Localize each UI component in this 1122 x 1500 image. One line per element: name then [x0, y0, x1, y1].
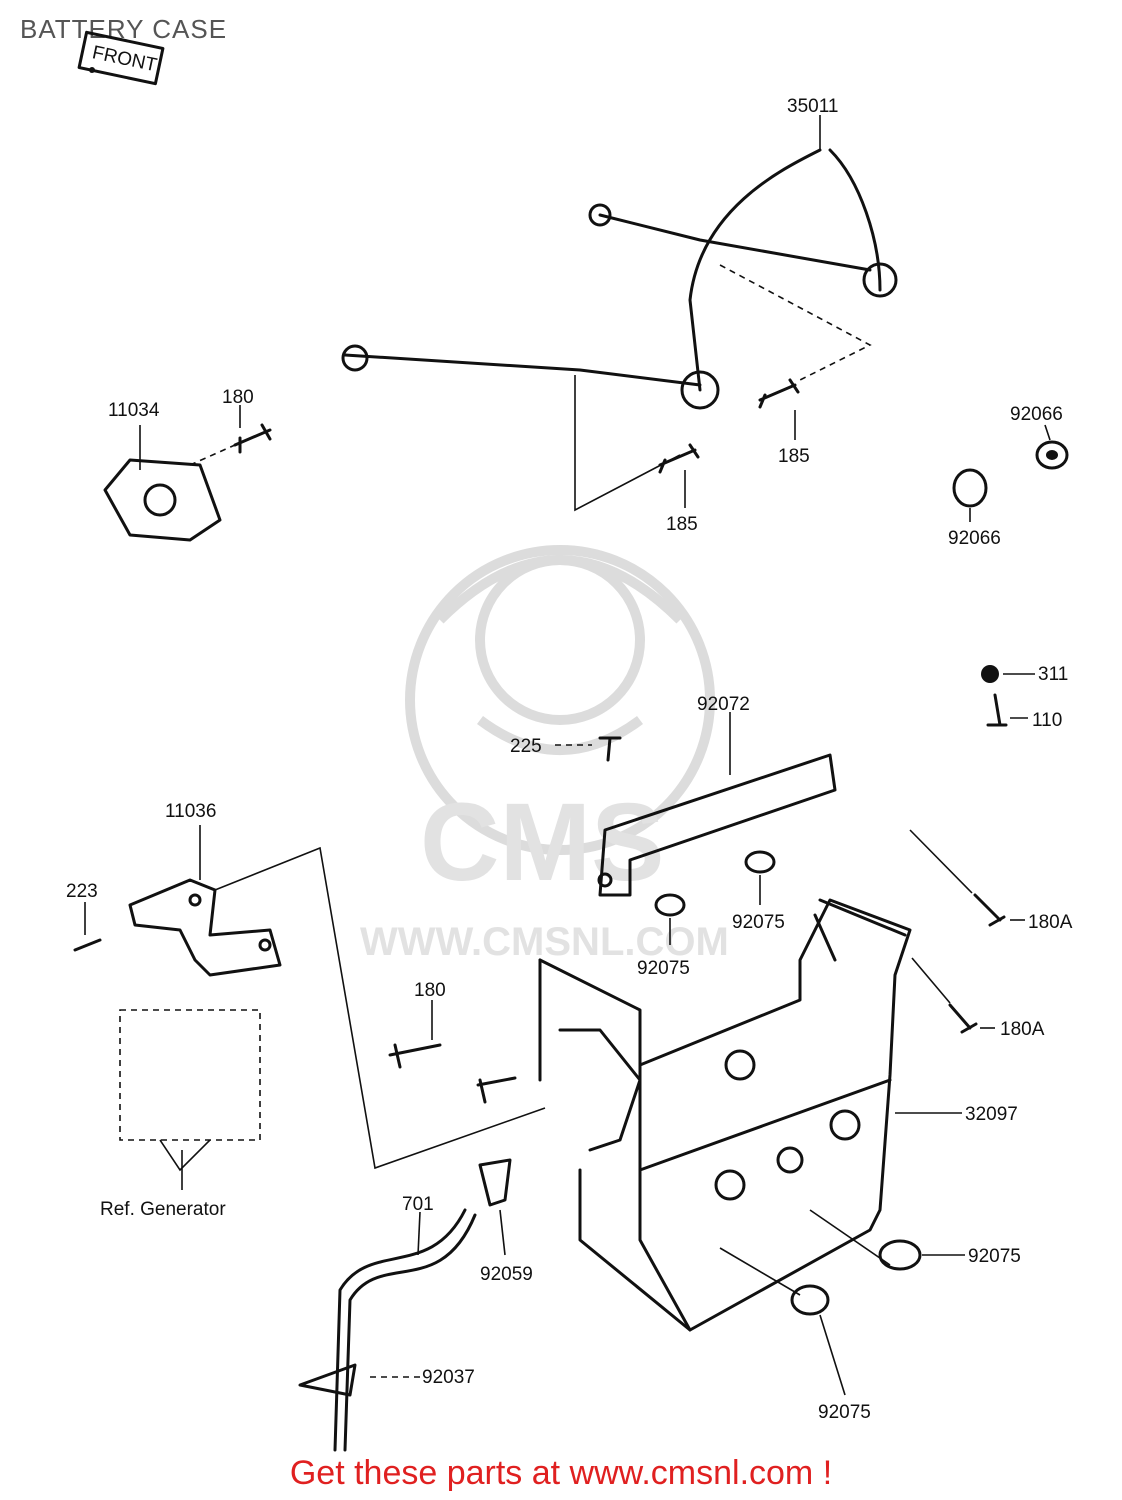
nut-311	[981, 665, 1035, 683]
label-225: 225	[510, 736, 542, 757]
label-311: 311	[1038, 664, 1068, 685]
label-35011: 35011	[787, 96, 838, 117]
label-92075-a: 92075	[732, 912, 785, 933]
cap-92075-b	[654, 893, 686, 945]
front-marker: FRONT	[77, 30, 165, 86]
label-180A-upper: 180A	[1028, 912, 1073, 933]
bolt-180-top	[233, 405, 272, 454]
bolt-185-lower	[658, 443, 700, 508]
label-185-lower: 185	[666, 514, 698, 535]
cap-92075-a	[744, 850, 776, 905]
label-ref-generator: Ref. Generator	[100, 1199, 226, 1220]
label-92075-d: 92075	[818, 1402, 871, 1423]
footer-cta[interactable]: Get these parts at www.cmsnl.com !	[289, 1454, 833, 1492]
screw-225	[555, 736, 622, 762]
label-185-upper: 185	[778, 446, 810, 467]
label-92072: 92072	[697, 694, 750, 715]
hose-701	[333, 1208, 477, 1452]
label-92037: 92037	[422, 1367, 475, 1388]
watermark-url: WWW.CMSNL.COM	[360, 920, 729, 964]
label-92059: 92059	[480, 1264, 533, 1285]
label-92066-b: 92066	[948, 528, 1001, 549]
label-180-top: 180	[222, 387, 254, 408]
watermark-logo: CMS	[420, 781, 664, 904]
label-180A-lower: 180A	[1000, 1019, 1045, 1040]
label-32097: 32097	[965, 1104, 1018, 1125]
label-11034: 11034	[108, 400, 160, 421]
label-223: 223	[66, 881, 98, 902]
bracket-11036	[128, 825, 546, 1170]
clip-92037	[298, 1363, 420, 1397]
fitting-92059	[478, 1158, 512, 1256]
screw-223	[73, 902, 102, 952]
generator-reference	[119, 1009, 261, 1190]
grommet-92066-a	[1035, 424, 1069, 470]
plate-11034	[103, 425, 236, 542]
bolt-185-upper	[758, 378, 800, 440]
label-92066-a: 92066	[1010, 404, 1063, 425]
label-110: 110	[1032, 710, 1062, 731]
cap-92075-d	[719, 1247, 846, 1396]
stay-35011	[341, 115, 898, 512]
label-92075-c: 92075	[968, 1246, 1021, 1267]
bolt-110	[986, 693, 1028, 727]
label-11036: 11036	[165, 801, 216, 822]
band-92072	[597, 712, 837, 897]
battery-case-32097	[538, 898, 962, 1332]
bolt-180-mid	[388, 1000, 517, 1104]
bolt-180A-upper	[909, 829, 1025, 927]
cap-92075-c	[809, 1209, 965, 1271]
label-180-mid: 180	[414, 980, 446, 1001]
label-92075-b: 92075	[637, 958, 690, 979]
label-701: 701	[402, 1194, 434, 1215]
grommet-92066-b	[952, 468, 988, 522]
cms-watermark: CMS WWW.CMSNL.COM	[360, 545, 729, 964]
bolt-180A-lower	[911, 957, 995, 1034]
